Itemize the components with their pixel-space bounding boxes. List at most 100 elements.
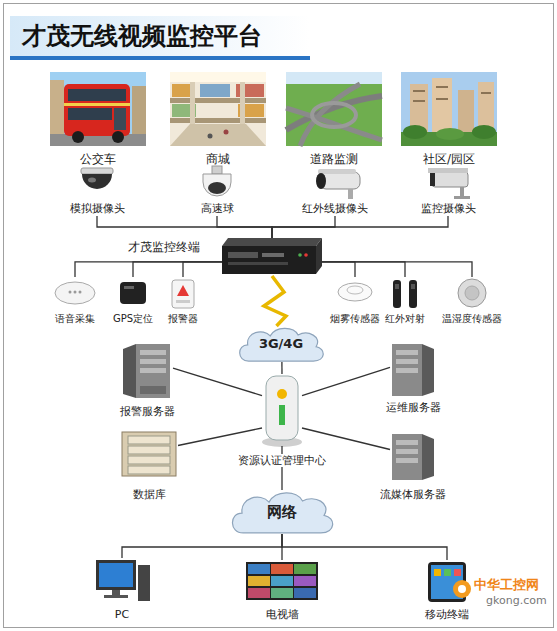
server-node: 流媒体服务器 [390, 432, 436, 482]
database-node: 数据库 [120, 428, 178, 478]
video-wall [294, 564, 316, 574]
outer-frame [4, 4, 554, 628]
bus-photo [64, 84, 130, 136]
connector-line [133, 262, 222, 277]
community-photo [403, 125, 427, 139]
node-label: 语音采集 [55, 313, 95, 325]
scene-photo: 道路监测 [286, 72, 382, 146]
infrared-beam [411, 284, 415, 289]
bus-photo [64, 103, 130, 106]
community-photo [401, 72, 497, 146]
infrared-camera [320, 172, 360, 189]
auth-center-device [266, 376, 298, 440]
title-banner [10, 56, 310, 60]
sensor-node: 红外对射 [377, 277, 433, 327]
alarm-server [123, 344, 136, 398]
video-wall [248, 588, 270, 598]
monitoring-terminal [222, 246, 316, 274]
database-array [128, 436, 170, 444]
camera-node: 高速球 [177, 166, 257, 216]
alarm-server [136, 344, 170, 398]
client-node: 移动终端 [424, 560, 470, 604]
watermark-logo [453, 580, 471, 598]
alarm-server [140, 368, 166, 373]
voice-sensor [69, 291, 72, 294]
node-label: 运维服务器 [386, 401, 441, 414]
pc-icon [96, 560, 136, 590]
monitoring-terminal [228, 252, 258, 258]
connector-line [322, 262, 405, 277]
node-label: 模拟摄像头 [70, 202, 125, 215]
bus-photo [68, 89, 126, 101]
road-photo [286, 108, 382, 140]
infrared-camera [316, 173, 326, 189]
node-label: GPS定位 [113, 313, 153, 325]
ops-server [396, 368, 418, 373]
speed-dome [212, 166, 222, 174]
node-label: 红外线摄像头 [302, 202, 368, 215]
connector-line [178, 428, 262, 446]
community-photo [401, 72, 497, 146]
sensor-node: 报警器 [155, 277, 211, 327]
connector-line [75, 262, 222, 277]
scene-photo: 公交车 [50, 72, 146, 146]
community-photo [436, 86, 448, 88]
node-label: 移动终端 [425, 608, 469, 621]
node-label: 商城 [206, 152, 230, 166]
monitoring-terminal [222, 238, 322, 246]
wireless-link [264, 276, 286, 326]
connector-line [282, 534, 447, 560]
mall-photo [170, 118, 266, 123]
watermark-logo [453, 580, 471, 598]
speed-dome [208, 182, 226, 194]
monitoring-terminal: 才茂监控终端 [222, 238, 322, 276]
gps-module [120, 282, 146, 304]
node-label: 报警器 [168, 313, 198, 325]
community-photo [432, 78, 452, 136]
bus-photo [68, 108, 112, 120]
bullet-camera [428, 168, 468, 173]
database-array [122, 432, 176, 476]
node-label: 道路监测 [310, 152, 358, 166]
auth-center-device [277, 389, 287, 399]
humidity-sensor [465, 286, 479, 300]
alarm-device [172, 280, 194, 308]
node-label: 烟雾传感器 [330, 313, 380, 325]
bus-photo [132, 86, 146, 136]
camera-node: 模拟摄像头 [57, 166, 137, 216]
voice-sensor [55, 282, 95, 304]
tablet-icon [444, 569, 451, 576]
connector-line [281, 362, 282, 374]
video-wall [246, 562, 318, 600]
infrared-beam [395, 284, 399, 289]
infrared-beam [409, 280, 417, 308]
database-array [128, 466, 170, 474]
node-label: 温湿度传感器 [442, 313, 502, 325]
dome-camera [81, 168, 113, 174]
connector-line [97, 216, 272, 238]
pc-icon [99, 563, 133, 587]
database-array [128, 456, 170, 464]
auth-center-device [262, 376, 302, 447]
diagram-title: 才茂无线视频监控平台 [22, 20, 262, 52]
bullet-camera [432, 172, 468, 187]
scene-photo: 社区/园区 [401, 72, 497, 146]
video-wall [271, 564, 293, 574]
ops-server [392, 344, 422, 396]
server-node: 运维服务器 [390, 343, 436, 397]
smoke-sensor [338, 283, 372, 301]
scene-photo: 商城 [170, 72, 266, 146]
road-photo [312, 103, 356, 127]
title-banner [10, 16, 310, 56]
bullet-camera [430, 173, 435, 186]
voice-sensor [55, 282, 95, 304]
speed-dome [203, 174, 231, 196]
streaming-server [396, 458, 418, 463]
voice-sensor [79, 291, 82, 294]
mall-photo [170, 124, 266, 146]
auth-center: 资源认证管理中心 [262, 374, 302, 446]
dome-camera [82, 174, 112, 189]
connector-line [217, 216, 272, 238]
cloud-outline [232, 493, 332, 533]
mall-photo [170, 98, 266, 103]
